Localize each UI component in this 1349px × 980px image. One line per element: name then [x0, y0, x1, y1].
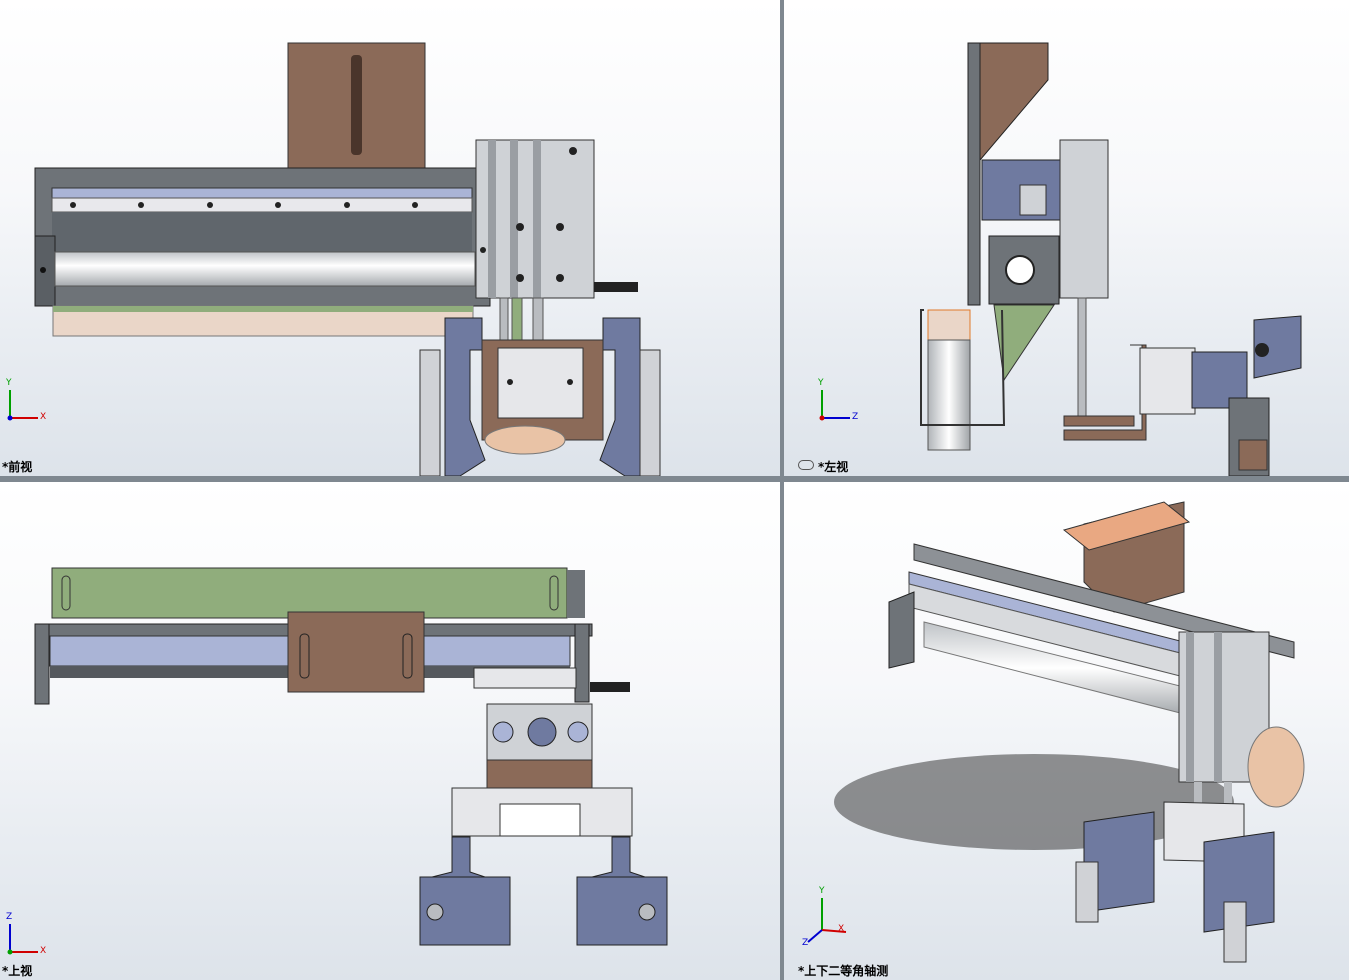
axis-triad-icon: Y X [2, 378, 48, 426]
axis-d-label: Z [802, 938, 809, 948]
axis-triad-icon: Y X Z [802, 886, 848, 948]
axis-h-label: Z [852, 412, 859, 422]
view-link-icon[interactable] [798, 460, 814, 470]
axis-h-label: X [40, 946, 47, 956]
front-view-model [34, 42, 661, 476]
view-label-left[interactable]: *左视 [798, 458, 848, 475]
axis-triad-icon: Z X [2, 912, 48, 960]
viewport-front[interactable]: Y X *前视 [0, 0, 780, 476]
view-label-left-text: *左视 [818, 460, 849, 474]
axis-y-label: Y [6, 378, 12, 388]
top-view-model [34, 567, 668, 946]
iso-view-model [834, 501, 1305, 963]
view-label-top[interactable]: *上视 [2, 964, 33, 978]
view-label-front[interactable]: *前视 [2, 460, 33, 474]
axis-y-label: Z [6, 912, 13, 922]
view-label-iso[interactable]: *上下二等角轴测 [798, 964, 889, 978]
viewport-isometric[interactable]: Y X Z *上下二等角轴测 [784, 482, 1349, 980]
viewport-top[interactable]: Z X *上视 [0, 482, 780, 980]
left-view-model [920, 42, 1302, 476]
axis-triad-icon: Y Z [814, 378, 860, 426]
axis-y-label: Y [818, 378, 824, 388]
axis-y-label: Y [819, 886, 825, 896]
axis-h-label: X [838, 924, 845, 934]
viewport-left[interactable]: Y Z *左视 [784, 0, 1349, 476]
axis-h-label: X [40, 412, 47, 422]
